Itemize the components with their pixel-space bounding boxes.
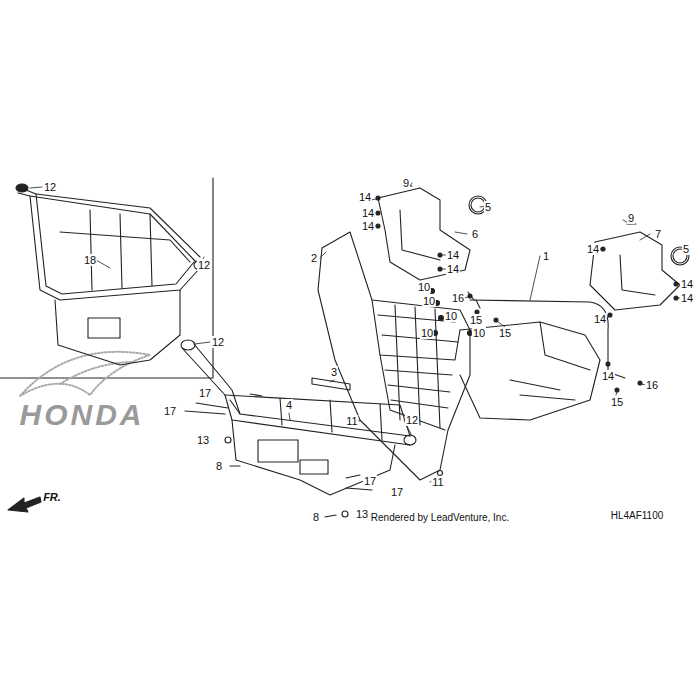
callout-number: 9	[402, 177, 410, 189]
hardware	[376, 196, 678, 392]
callout-number: 5	[484, 201, 492, 213]
callout-number: 15	[469, 314, 483, 326]
callout-number: 14	[680, 278, 694, 290]
callout-number: 10	[472, 327, 486, 339]
leader-lines	[30, 183, 681, 482]
callout-number: 13	[196, 434, 210, 446]
callout-number: 9	[627, 212, 635, 224]
callout-number: 16	[645, 379, 659, 391]
callout-number: 11	[431, 476, 444, 488]
callout-number: 17	[198, 387, 212, 399]
callout-number: 11	[345, 415, 358, 427]
callout-number: 10	[422, 295, 436, 307]
bracket-7	[590, 224, 689, 310]
callout-number: 17	[390, 486, 404, 498]
callout-number: 14	[446, 263, 460, 275]
callout-number: 6	[471, 228, 479, 240]
callout-number: 12	[197, 259, 211, 271]
callout-number: 7	[654, 228, 662, 240]
side-panel	[460, 322, 600, 420]
callout-number: 10	[444, 310, 458, 322]
callout-number: 15	[498, 327, 512, 339]
front-bumper-4	[181, 340, 416, 495]
callout-number: 14	[593, 313, 607, 325]
front-indicator: FR.	[42, 491, 62, 503]
callout-number: 2	[310, 252, 318, 264]
callout-number: 14	[680, 292, 694, 304]
callout-number: 16	[451, 292, 465, 304]
callout-number: 3	[330, 366, 338, 378]
callout-number: 5	[682, 243, 690, 255]
front-bumper-18	[16, 184, 206, 365]
callout-number: 1	[542, 250, 550, 262]
front-arrow	[8, 497, 41, 512]
callout-number: 10	[420, 327, 434, 339]
inset-frame	[0, 178, 213, 378]
callout-number: 8	[312, 511, 320, 523]
honda-wing	[20, 352, 150, 396]
callout-number: 12	[211, 336, 225, 348]
callout-number: 18	[83, 254, 97, 266]
callout-number: 14	[361, 220, 375, 232]
callout-number: 17	[363, 475, 377, 487]
callout-number: 4	[285, 399, 293, 411]
fasteners-left	[185, 394, 372, 517]
callout-number: 14	[358, 191, 372, 203]
callout-number: 8	[215, 460, 223, 472]
rod	[468, 292, 625, 378]
bracket-6	[378, 186, 487, 280]
callout-number: 14	[586, 243, 600, 255]
emblem	[312, 378, 350, 390]
brand-watermark: HONDA	[19, 398, 146, 431]
callout-number: 14	[601, 370, 615, 382]
callout-number: 10	[417, 281, 431, 293]
callout-number: 12	[43, 181, 57, 193]
callout-number: 15	[610, 396, 624, 408]
diagram-code: HL4AF1100	[610, 510, 665, 521]
callout-number: 14	[361, 207, 375, 219]
callout-number: 12	[405, 414, 419, 426]
callout-number: 13	[355, 508, 369, 520]
callout-number: 14	[446, 249, 460, 261]
callout-number: 17	[163, 405, 177, 417]
render-credit: Rendered by LeadVenture, Inc.	[370, 512, 510, 523]
grille	[318, 232, 470, 480]
